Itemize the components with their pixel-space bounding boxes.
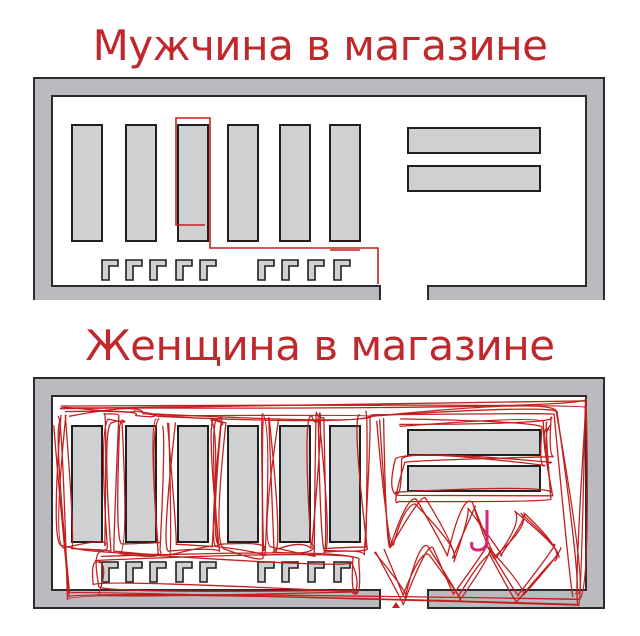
walking-path	[175, 117, 379, 284]
shelf	[177, 425, 209, 543]
scribble-stroke	[374, 543, 556, 606]
checkout	[281, 561, 299, 583]
scribble-stroke	[55, 414, 165, 557]
scribble-stroke	[64, 405, 581, 595]
checkout	[101, 259, 119, 281]
shelf	[125, 425, 157, 543]
shelf	[279, 425, 311, 543]
shelf	[125, 124, 157, 242]
checkout	[101, 561, 119, 583]
scribble-stroke	[373, 544, 562, 602]
scribble-stroke	[268, 412, 369, 554]
entrance-marker	[392, 510, 489, 608]
scribble-stroke	[68, 407, 574, 597]
panel-title-man: Мужчина в магазине	[92, 21, 548, 70]
shelf	[227, 124, 259, 242]
checkout	[149, 259, 167, 281]
counter	[407, 465, 541, 492]
shelf	[227, 425, 259, 543]
store-walls	[33, 377, 605, 609]
checkout	[281, 259, 299, 281]
shelves	[71, 124, 541, 242]
checkout	[175, 561, 193, 583]
scribble-stroke	[91, 553, 361, 595]
shelf	[329, 124, 361, 242]
store-walls	[33, 77, 605, 300]
scribble-stroke	[63, 406, 578, 595]
scribble-stroke	[57, 404, 587, 607]
checkout	[333, 561, 351, 583]
checkout	[257, 561, 275, 583]
scribble-stroke	[53, 397, 588, 600]
checkout	[125, 259, 143, 281]
checkout	[307, 561, 325, 583]
store-plan-woman	[33, 377, 605, 609]
panel-title-woman: Женщина в магазине	[85, 321, 555, 370]
checkouts	[101, 259, 351, 281]
scribble-stroke	[395, 416, 554, 504]
scribble-stroke	[382, 418, 558, 563]
checkout	[307, 259, 325, 281]
shelf	[71, 425, 103, 543]
scribble-stroke	[394, 418, 553, 495]
scribble-stroke	[95, 550, 358, 592]
checkout	[125, 561, 143, 583]
checkout	[333, 259, 351, 281]
counter	[407, 127, 541, 154]
scribble-stroke	[383, 548, 559, 604]
checkout	[149, 561, 167, 583]
shelf	[71, 124, 103, 242]
scribble-stroke	[268, 414, 371, 556]
shelf	[177, 124, 209, 242]
checkout	[175, 259, 193, 281]
checkout	[199, 561, 217, 583]
checkout	[257, 259, 275, 281]
counter	[407, 429, 541, 456]
scribble-stroke	[58, 412, 160, 556]
shelf	[279, 124, 311, 242]
checkout	[199, 259, 217, 281]
counter	[407, 165, 541, 192]
checkouts	[101, 561, 351, 583]
store-plan-man	[33, 77, 605, 300]
shelf	[329, 425, 361, 543]
scribble-stroke	[64, 414, 161, 553]
walking-path-scribble	[53, 397, 588, 607]
shelves	[71, 425, 541, 543]
scribble-stroke	[378, 419, 560, 560]
